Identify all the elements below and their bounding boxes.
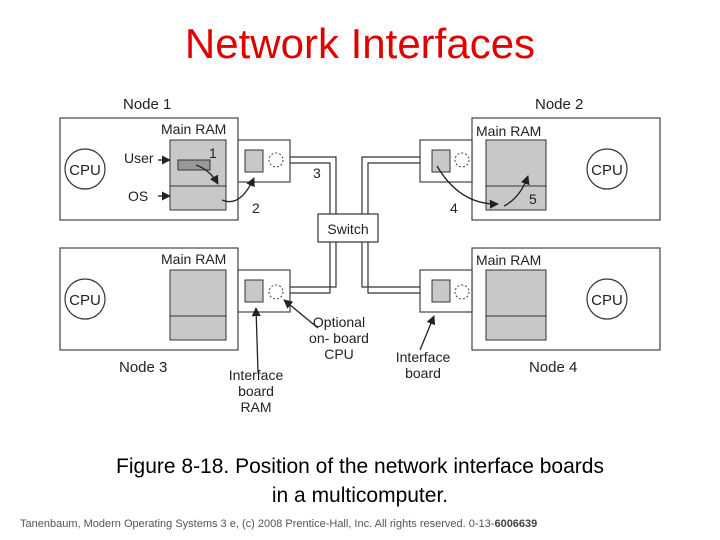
node2-label: Node 2: [535, 96, 583, 113]
footer-isbn-suffix: 6006639: [494, 518, 538, 530]
optional-label-line2: on- board: [309, 330, 369, 346]
main-ram-node4-os: [485, 315, 547, 341]
onboard-cpu-node1: [268, 152, 284, 168]
interface-ram-node4: [431, 279, 451, 303]
user-label: User: [124, 150, 154, 166]
node3-label: Node 3: [119, 359, 167, 376]
interface-ram-node3: [244, 279, 264, 303]
copyright-footer: Tanenbaum, Modern Operating Systems 3 e,…: [20, 518, 710, 530]
main-ram-node2-user: [485, 139, 547, 187]
cpu-node3: [64, 278, 106, 320]
network-cables: [290, 156, 420, 294]
caption-line-1: Figure 8-18. Position of the network int…: [116, 455, 604, 478]
interface-ram-node2: [431, 149, 451, 173]
cpu-node4: [586, 278, 628, 320]
slide-title: Network Interfaces: [184, 20, 536, 67]
step-3: 3: [313, 165, 321, 181]
main-ram-label-node4: Main RAM: [476, 252, 541, 268]
caption-line-2: in a multicomputer.: [271, 484, 449, 507]
cpu-label-node4: CPU: [591, 292, 623, 309]
main-ram-label-node2: Main RAM: [476, 123, 541, 139]
main-ram-node3-os: [169, 315, 227, 341]
step-4: 4: [450, 200, 458, 216]
onboard-cpu-node4: [454, 284, 470, 300]
cpu-label-node2: CPU: [591, 162, 623, 179]
cpu-node1: [64, 148, 106, 190]
iface-ram-label-line2: board: [238, 383, 274, 399]
cpu-label-node3: CPU: [69, 292, 101, 309]
user-message-buffer: [177, 159, 211, 171]
onboard-cpu-node2: [454, 152, 470, 168]
switch-box: [317, 213, 379, 243]
main-ram-node4-user: [485, 269, 547, 317]
step-2: 2: [252, 200, 260, 216]
optional-label-line1: Optional: [313, 314, 365, 330]
figure-caption: Figure 8-18. Position of the network int…: [70, 452, 650, 510]
main-ram-label-node3: Main RAM: [161, 251, 226, 267]
flow-arrows: [158, 155, 530, 373]
footer-text: Tanenbaum, Modern Operating Systems 3 e,…: [20, 518, 495, 530]
interface-ram-node1: [244, 149, 264, 173]
optional-label-line3: CPU: [324, 346, 354, 362]
step-1: 1: [209, 145, 217, 161]
onboard-cpu-node3: [268, 284, 284, 300]
os-label: OS: [128, 188, 148, 204]
iface-ram-label-line3: RAM: [240, 399, 271, 415]
cpu-node2: [586, 148, 628, 190]
node4-label: Node 4: [529, 359, 577, 376]
iface-ram-label-line1: Interface: [229, 367, 284, 383]
step-5: 5: [529, 191, 537, 207]
node1-label: Node 1: [123, 96, 171, 113]
main-ram-label-node1: Main RAM: [161, 121, 226, 137]
main-ram-node1-os: [169, 185, 227, 211]
iface-board-label-line1: Interface: [396, 349, 451, 365]
cpu-label-node1: CPU: [69, 162, 101, 179]
main-ram-node3-user: [169, 269, 227, 317]
iface-board-label-line2: board: [405, 365, 441, 381]
switch-label: Switch: [327, 221, 368, 237]
main-ram-node2-os: [485, 185, 547, 211]
